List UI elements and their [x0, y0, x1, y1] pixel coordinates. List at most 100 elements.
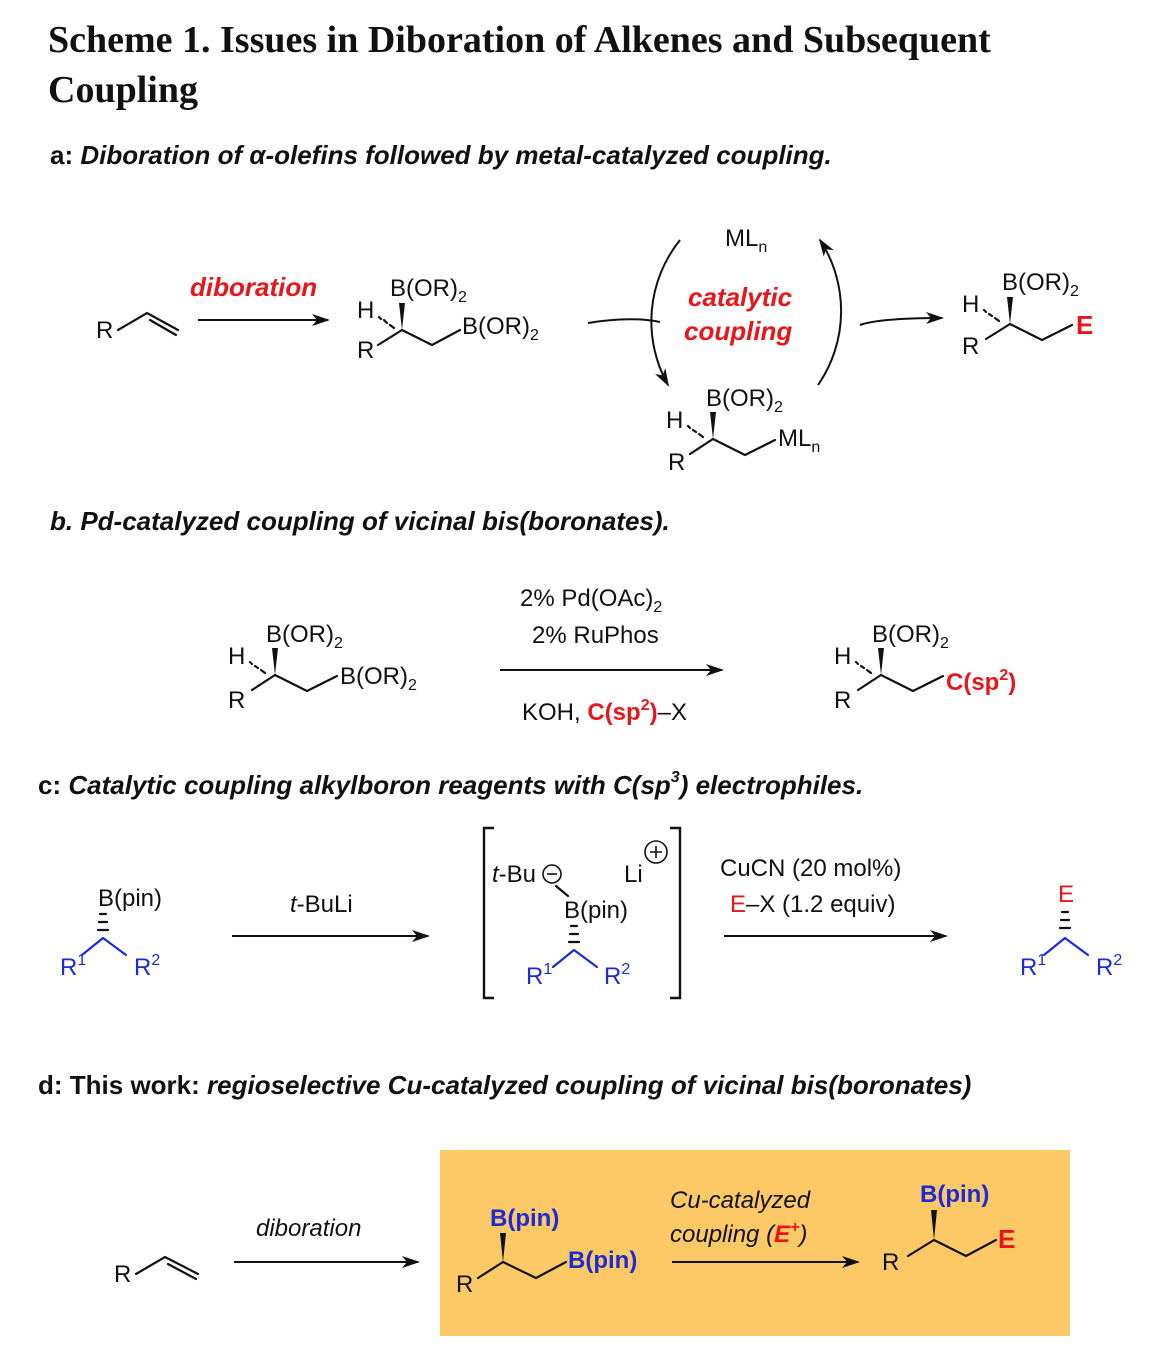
wedge-bond — [710, 412, 716, 439]
hashed-bond — [567, 924, 581, 944]
scheme-title-line1: Scheme 1. Issues in Diboration of Alkene… — [48, 19, 991, 61]
product-c: E R1 R2 — [1020, 881, 1122, 981]
part-b-heading: b. Pd-catalyzed coupling of vicinal bis(… — [50, 506, 670, 536]
into-cycle-line — [587, 318, 661, 324]
base-condition: KOH, C(sp2)–X — [522, 697, 687, 726]
hashed-bond — [96, 912, 110, 932]
r-label: R — [668, 449, 685, 476]
bracket-right — [670, 826, 682, 1000]
e-label: E — [998, 1224, 1015, 1254]
cu-catalyzed-label: Cu-catalyzed — [670, 1187, 811, 1214]
e-label: E — [1058, 881, 1074, 908]
bor-label: B(OR)2 — [872, 621, 949, 652]
this-work-highlight — [440, 1150, 1070, 1336]
cycle-arrow-left — [650, 239, 681, 387]
tbuli-label: t-BuLi — [290, 891, 353, 918]
cycle-arrow-right — [817, 238, 843, 386]
bpin-label: B(pin) — [920, 1181, 989, 1208]
product-a: B(OR)2 H R E — [962, 269, 1093, 360]
skeleton-bonds — [250, 673, 339, 693]
plus-sign — [650, 846, 662, 858]
wedge-bond — [931, 1210, 937, 1240]
cucn-condition: CuCN (20 mol%) — [720, 855, 901, 882]
r-label: R — [882, 1249, 899, 1276]
r-label: R — [228, 687, 245, 714]
part-a-heading: a: Diboration of α-olefins followed by m… — [50, 140, 832, 170]
skeleton-bonds — [80, 936, 128, 957]
out-cycle-arrow — [859, 312, 944, 326]
skeleton-bonds — [476, 1260, 568, 1280]
alkene-r-label: R — [114, 1261, 131, 1288]
hashed-bond — [1058, 910, 1072, 930]
part-a: a: Diboration of α-olefins followed by m… — [50, 140, 1093, 476]
bpin-label: B(pin) — [564, 897, 628, 924]
bor-label-2: B(OR)2 — [462, 313, 539, 344]
bpin-label-2: B(pin) — [568, 1247, 637, 1274]
tbu-b-bond — [554, 884, 570, 898]
wedge-bond — [272, 648, 278, 675]
hashed-bond — [854, 660, 873, 675]
hashed-bond — [686, 424, 705, 439]
bor-label: B(OR)2 — [390, 275, 467, 306]
e-label: E — [1076, 310, 1093, 340]
plus-charge-icon — [644, 840, 668, 864]
mln-top: MLn — [725, 225, 767, 256]
li-label: Li — [624, 861, 643, 888]
r-label: R — [834, 687, 851, 714]
bisboronate-a: H B(OR)2 R B(OR)2 — [357, 275, 539, 364]
coupling-label: coupling — [684, 316, 792, 346]
alkene-r-label: R — [96, 317, 113, 344]
alkene-bonds — [134, 1255, 200, 1281]
tbu-label: t-Bu — [492, 861, 536, 888]
mln-label: MLn — [778, 425, 820, 456]
product-b: B(OR)2 H R C(sp2) — [834, 621, 1016, 714]
r-label: R — [357, 337, 374, 364]
bracket-left — [482, 826, 494, 1000]
skeleton-bonds — [376, 328, 462, 347]
diboration-label: diboration — [190, 272, 317, 302]
bor-label: B(OR)2 — [706, 385, 783, 416]
r2-label: R2 — [134, 952, 160, 981]
skeleton-bonds — [551, 948, 599, 969]
r-label: R — [456, 1271, 473, 1298]
hashed-bond — [377, 315, 396, 330]
r1-label: R1 — [526, 961, 552, 990]
bpin-label: B(pin) — [490, 1205, 559, 1232]
h-label: H — [666, 407, 683, 434]
skeleton-bonds — [1042, 936, 1090, 957]
ate-complex: t-Bu Li B(pin) R1 R2 — [482, 826, 682, 1000]
part-d: d: This work: regioselective Cu-catalyze… — [38, 1070, 1070, 1336]
h-label: H — [228, 643, 245, 670]
bor-label: B(OR)2 — [1002, 269, 1079, 300]
r-label: R — [962, 333, 979, 360]
pd-condition: 2% Pd(OAc)2 — [520, 585, 662, 616]
r2-label: R2 — [1096, 952, 1122, 981]
electrophile-condition: E–X (1.2 equiv) — [730, 891, 895, 918]
bpin-label: B(pin) — [98, 885, 162, 912]
product-d: B(pin) R E — [882, 1181, 1015, 1276]
wedge-bond — [399, 303, 405, 330]
csp2-label: C(sp2) — [946, 667, 1016, 696]
minus-charge-icon — [542, 864, 562, 884]
skeleton-bonds — [688, 437, 777, 457]
h-label: H — [834, 643, 851, 670]
part-c-heading: c: Catalytic coupling alkylboron reagent… — [38, 769, 863, 800]
wedge-bond — [878, 648, 884, 675]
h-label: H — [962, 291, 979, 318]
part-b: b. Pd-catalyzed coupling of vicinal bis(… — [50, 506, 1016, 726]
scheme-title-line2: Coupling — [48, 69, 198, 111]
hashed-bond — [982, 308, 1001, 323]
part-d-heading: d: This work: regioselective Cu-catalyze… — [38, 1070, 971, 1100]
part-c: c: Catalytic coupling alkylboron reagent… — [38, 769, 1122, 1000]
diboration-label-d: diboration — [256, 1215, 361, 1242]
bisboronate-d: B(pin) R B(pin) — [456, 1205, 637, 1298]
bisboronate-b: B(OR)2 H R B(OR)2 — [228, 621, 417, 714]
skeleton-bonds — [856, 673, 945, 693]
r1-label: R1 — [1020, 952, 1046, 981]
bor-label-2: B(OR)2 — [340, 663, 417, 694]
wedge-bond — [1007, 297, 1013, 324]
alkylboronate-c: B(pin) R1 R2 — [60, 885, 162, 981]
r2-label: R2 — [604, 961, 630, 990]
intermediate-a: B(OR)2 H R MLn — [666, 385, 820, 476]
